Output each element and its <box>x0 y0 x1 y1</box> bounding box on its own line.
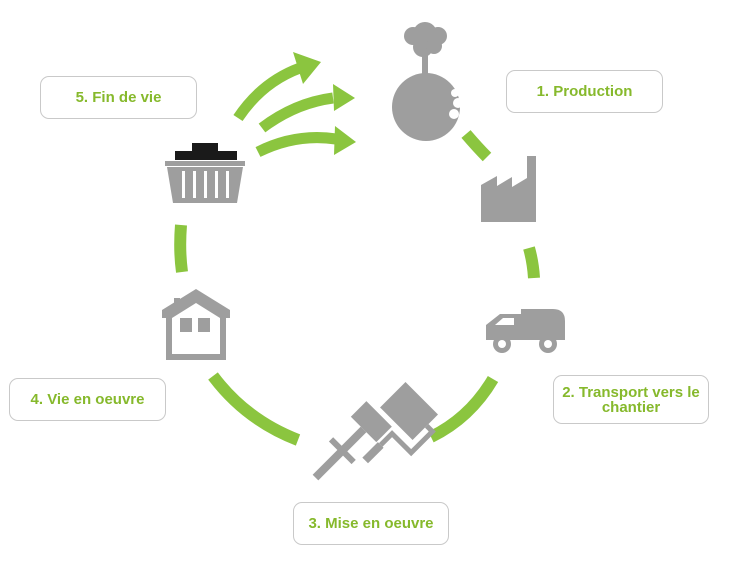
label-mise-en-oeuvre: 3. Mise en oeuvre <box>293 502 449 545</box>
recycle-arrow-bottom <box>255 132 337 157</box>
tools-icon <box>312 381 439 481</box>
dumpster-icon <box>165 143 245 203</box>
recycle-arrowhead-bottom <box>334 126 356 155</box>
factory-icon <box>481 156 536 222</box>
label-transport: 2. Transport vers le chantier <box>553 375 709 424</box>
house-icon <box>162 289 230 360</box>
earth-smoke-icon <box>392 22 463 141</box>
arc-production-factory <box>461 130 492 162</box>
arc-factory-truck <box>523 246 540 279</box>
recycle-arrows-icon <box>233 62 337 157</box>
truck-icon <box>486 309 565 353</box>
recycle-arrowhead-middle <box>333 84 355 111</box>
label-fin-de-vie: 5. Fin de vie <box>40 76 197 119</box>
label-vie-en-oeuvre: 4. Vie en oeuvre <box>9 378 166 421</box>
label-production: 1. Production <box>506 70 663 113</box>
recycle-arrow-middle <box>258 92 334 133</box>
recycle-arrow-top <box>233 62 302 122</box>
arc-truck-tools <box>428 375 499 443</box>
arc-tools-house <box>208 372 301 446</box>
recycle-arrowhead-top <box>293 52 321 84</box>
arc-house-dumpster <box>174 224 188 273</box>
